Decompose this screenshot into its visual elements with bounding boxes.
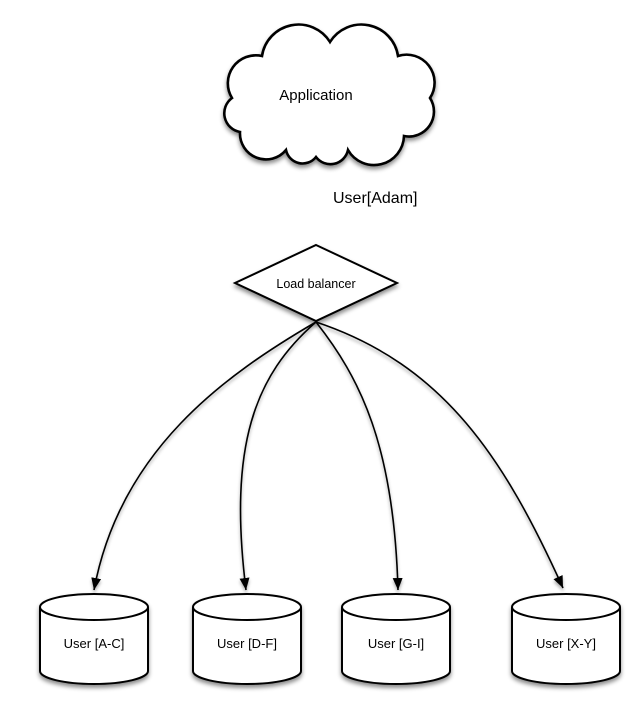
edge-to-shard-1 [91,321,317,591]
shard-label: User [G-I] [368,636,424,651]
shard-node-1: User [A-C] [39,593,149,685]
shard-label: User [A-C] [64,636,125,651]
edge-to-shard-3 [315,321,403,591]
shard-edges [91,321,564,591]
diamond-shape [232,243,400,323]
cloud-shape [222,23,436,167]
database-cylinder-top [511,593,621,621]
application-label: Application [279,87,352,104]
request-edge-label: User[Adam] [333,190,417,207]
load-balancer-label: Load balancer [276,277,355,291]
database-cylinder-body [192,607,302,685]
database-cylinder-body [39,607,149,685]
database-cylinder-top [39,593,149,621]
shard-node-3: User [G-I] [341,593,451,685]
shard-node-2: User [D-F] [192,593,302,685]
edge-to-shard-2 [239,321,317,591]
database-cylinder-body [341,607,451,685]
database-cylinder-top [341,593,451,621]
database-cylinder-body [511,607,621,685]
shard-label: User [X-Y] [536,636,596,651]
application-node: Application [222,23,436,167]
edge-to-shard-4 [315,321,564,589]
database-cylinder-top [192,593,302,621]
load-balancer-node: Load balancer [232,243,400,323]
shard-node-4: User [X-Y] [511,593,621,685]
shard-label: User [D-F] [217,636,277,651]
